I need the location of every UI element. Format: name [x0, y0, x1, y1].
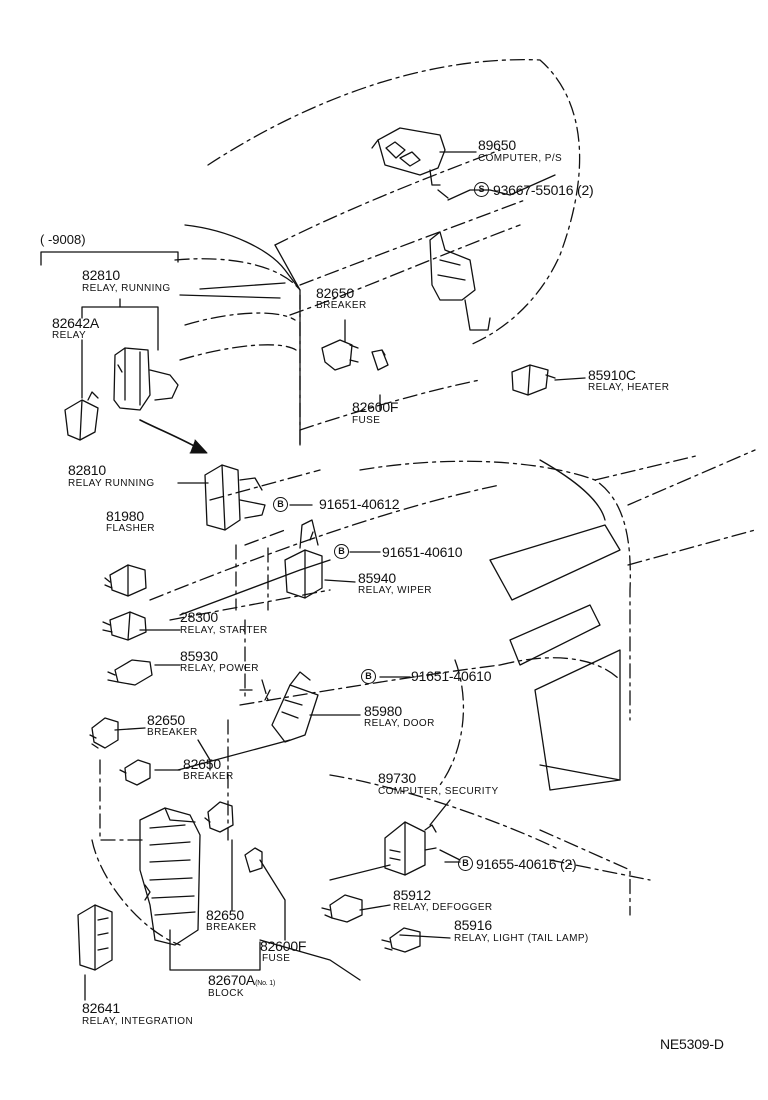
- bolt-marker-s: S: [474, 182, 489, 197]
- diagram-code: NE5309-D: [660, 1036, 724, 1052]
- upper-bracket: [429, 231, 491, 331]
- part-number: 85980: [364, 703, 402, 719]
- bolt-marker-b1: B: [273, 497, 288, 512]
- part-number-main: 82670A: [208, 972, 256, 988]
- part-number: 82810: [82, 267, 120, 283]
- upper-dash-outline: [174, 59, 581, 446]
- part-number: 82642A: [52, 315, 100, 331]
- part-number: 91651-40612: [319, 496, 400, 512]
- lower-dash-outline: [91, 449, 756, 946]
- relay-taillamp-art: [381, 927, 421, 953]
- part-description: FUSE: [262, 953, 291, 964]
- part-number: 85910C: [588, 367, 636, 383]
- part-number: 89730: [378, 770, 416, 786]
- lower-panel-lines: [179, 459, 621, 981]
- relay-defogger-art: [321, 894, 363, 923]
- relay-running-upper-art: [113, 347, 179, 411]
- relay-heater-art: [511, 364, 556, 396]
- part-description: BLOCK: [208, 988, 244, 999]
- part-number: 89650: [478, 137, 516, 153]
- part-description: RELAY, STARTER: [180, 625, 268, 636]
- relay-starter-art: [102, 611, 147, 641]
- part-description: RELAY, DOOR: [364, 718, 435, 729]
- part-description: RELAY, WIPER: [358, 585, 432, 596]
- computer-security-art: [384, 821, 437, 876]
- part-number: 81980: [106, 508, 144, 524]
- part-description: FLASHER: [106, 523, 155, 534]
- part-description: COMPUTER, SECURITY: [378, 786, 499, 797]
- relay-82642a-art: [64, 391, 99, 441]
- breaker-lower-2-art: [119, 759, 151, 786]
- leader-lines: [40, 151, 586, 1001]
- relay-integration-art: [77, 904, 113, 971]
- part-description: RELAY, HEATER: [588, 382, 670, 393]
- part-number-suffix: (No. 1): [255, 980, 276, 987]
- relay-power-art: [107, 659, 153, 686]
- part-number: 82650: [183, 756, 221, 772]
- part-number: 85912: [393, 887, 431, 903]
- part-description: BREAKER: [147, 727, 198, 738]
- part-number: 82810: [68, 462, 106, 478]
- part-number: 82600F: [260, 938, 307, 954]
- bolt-marker-b3: B: [361, 669, 376, 684]
- bolt-marker-b4: B: [458, 856, 473, 871]
- part-number: 82600F: [352, 399, 399, 415]
- part-number: 82650: [316, 285, 354, 301]
- part-description: RELAY, DEFOGGER: [393, 902, 493, 913]
- breaker-lower-3-art: [204, 801, 234, 833]
- fuse-lower-art: [244, 847, 263, 873]
- part-description: FUSE: [352, 415, 381, 426]
- part-description: COMPUTER, P/S: [478, 153, 563, 164]
- part-number: 82650: [206, 907, 244, 923]
- bolt-marker-b2: B: [334, 544, 349, 559]
- relay-wiper-art: [284, 519, 323, 599]
- part-number: 91651-40610: [411, 668, 492, 684]
- part-description: RELAY, RUNNING: [82, 283, 171, 294]
- breaker-lower-1-art: [89, 717, 119, 749]
- part-description: BREAKER: [206, 922, 257, 933]
- upper-panel-lines: [179, 224, 301, 446]
- part-number: 85916: [454, 917, 492, 933]
- relay-door-art: [271, 671, 319, 743]
- part-description: BREAKER: [183, 771, 234, 782]
- fuse-upper-art: [371, 349, 389, 371]
- flasher-art: [104, 564, 147, 597]
- part-number: 28300: [180, 609, 218, 625]
- part-description: RELAY: [52, 330, 87, 341]
- part-number: 82650: [147, 712, 185, 728]
- part-description: BREAKER: [316, 300, 367, 311]
- part-number: 91655-40616 (2): [476, 856, 577, 872]
- part-description: RELAY, INTEGRATION: [82, 1016, 194, 1027]
- relay-running-lower-art: [204, 464, 266, 531]
- part-number: 82670A(No. 1): [208, 973, 275, 987]
- part-description: RELAY, POWER: [180, 663, 259, 674]
- range-label: ( -9008): [40, 232, 86, 247]
- junction-block-art: [139, 807, 201, 946]
- breaker-upper-art: [321, 339, 359, 371]
- part-description: RELAY RUNNING: [68, 478, 155, 489]
- part-number: 82641: [82, 1000, 120, 1016]
- part-number: 93667-55016 (2): [493, 182, 594, 198]
- part-description: RELAY, LIGHT (TAIL LAMP): [454, 933, 589, 944]
- part-number: 91651-40610: [382, 544, 463, 560]
- computer-ps-art: [371, 127, 449, 199]
- part-number: 85940: [358, 570, 396, 586]
- part-number: 85930: [180, 648, 218, 664]
